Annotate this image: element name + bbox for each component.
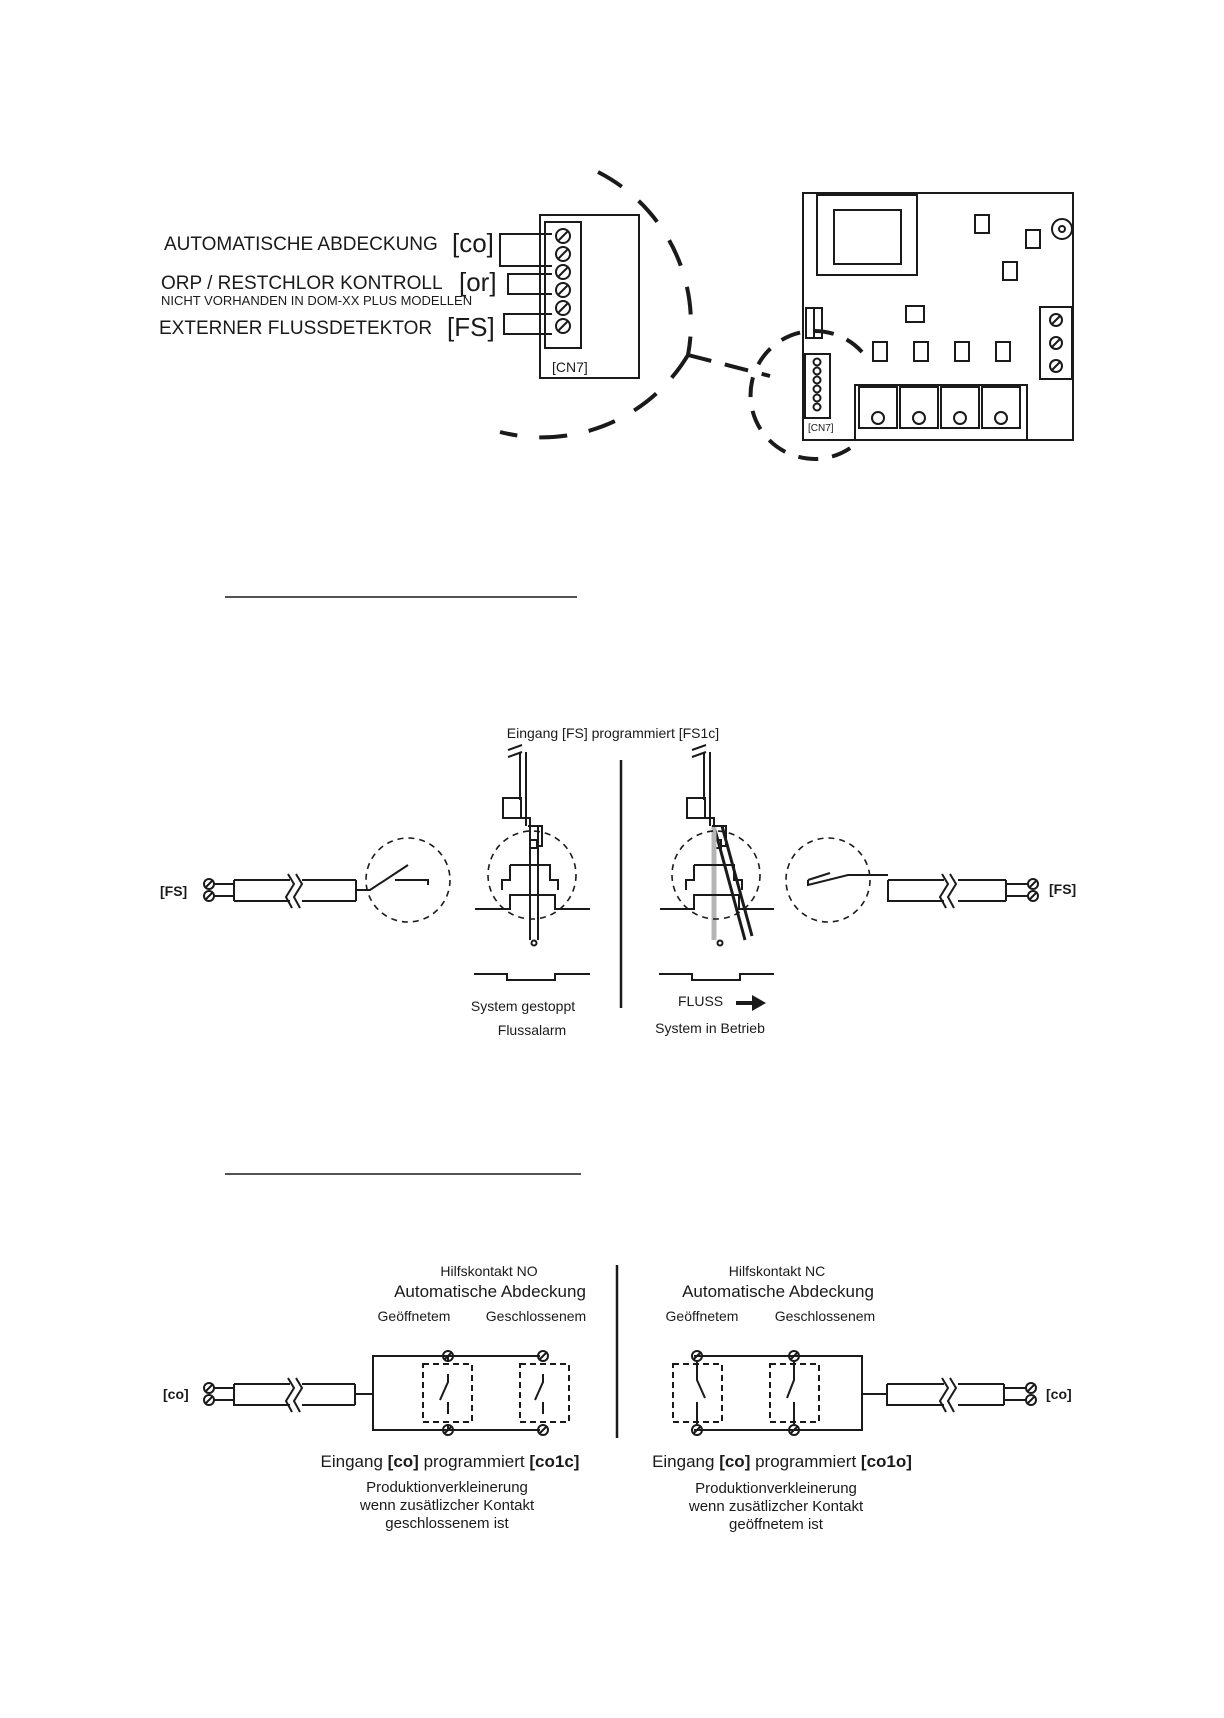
right-cable [785,837,1039,923]
left-cable [203,837,451,923]
flow-sensor-running [659,744,774,981]
right-contact-type: Hilfskontakt NC [729,1263,825,1279]
fs-wires [503,313,552,335]
right-cover-title: Automatische Abdeckung [682,1282,874,1301]
fs-right-terminal: [FS] [1049,881,1076,897]
right-input-line: Eingang [co] programmiert [co1o] [652,1452,912,1471]
stopped-line2: Flussalarm [498,1022,566,1038]
right-desc-1: Produktionverkleinerung [695,1480,857,1497]
cn7-wiring-diagram: AUTOMATISCHE ABDECKUNG [co] ORP / RESTCH… [159,170,1074,461]
right-desc-2: wenn zusätlizcher Kontakt [688,1498,864,1515]
co-wires [499,233,552,267]
right-open-label: Geöffnetem [666,1308,739,1324]
or-note: NICHT VORHANDEN IN DOM-XX PLUS MODELLEN [161,293,472,308]
cn7-terminal-block [544,221,582,349]
fs-left-terminal: [FS] [160,883,187,899]
board-cn7-label: [CN7] [808,423,834,434]
flow-title: Eingang [FS] programmiert [FS1c] [507,725,719,741]
right-closed-label: Geschlossenem [775,1308,875,1324]
zoom-circle [499,170,693,440]
control-board [802,192,1074,441]
flow-sensor-stopped [474,744,590,981]
left-input-line: Eingang [co] programmiert [co1c] [321,1452,580,1471]
or-wires [507,273,552,295]
stopped-line1: System gestoppt [471,998,575,1014]
co-label: AUTOMATISCHE ABDECKUNG [164,234,438,255]
zoom-connector [687,353,771,378]
left-desc-3: geschlossenem ist [385,1515,509,1532]
left-desc-1: Produktionverkleinerung [366,1479,528,1496]
co-right-terminal: [co] [1046,1386,1072,1402]
auto-cover-diagram: Hilfskontakt NO Automatische Abdeckung G… [163,1263,1072,1533]
co-left-terminal: [co] [163,1386,189,1402]
or-code: [or] [459,267,497,297]
fs-label: EXTERNER FLUSSDETEKTOR [159,318,432,339]
cn7-terminal-screws [555,228,571,334]
cn7-label: [CN7] [552,359,588,375]
left-desc-2: wenn zusätlizcher Kontakt [359,1497,535,1514]
right-cover-circuit [672,1350,1037,1436]
fs-code: [FS] [447,312,495,342]
flow-arrow-icon [736,995,766,1011]
flow-word: FLUSS [678,993,723,1009]
left-cover-title: Automatische Abdeckung [394,1282,586,1301]
left-open-label: Geöffnetem [378,1308,451,1324]
co-code: [co] [452,228,494,258]
flow-sensor-diagram: Eingang [FS] programmiert [FS1c] [FS] [160,725,1076,1038]
left-closed-label: Geschlossenem [486,1308,586,1324]
cn7-connector-outline [539,214,640,379]
left-cover-circuit [203,1350,570,1436]
or-label: ORP / RESTCHLOR KONTROLL [161,273,443,294]
right-desc-3: geöffnetem ist [729,1516,824,1533]
running-label: System in Betrieb [655,1020,765,1036]
left-contact-type: Hilfskontakt NO [440,1263,537,1279]
